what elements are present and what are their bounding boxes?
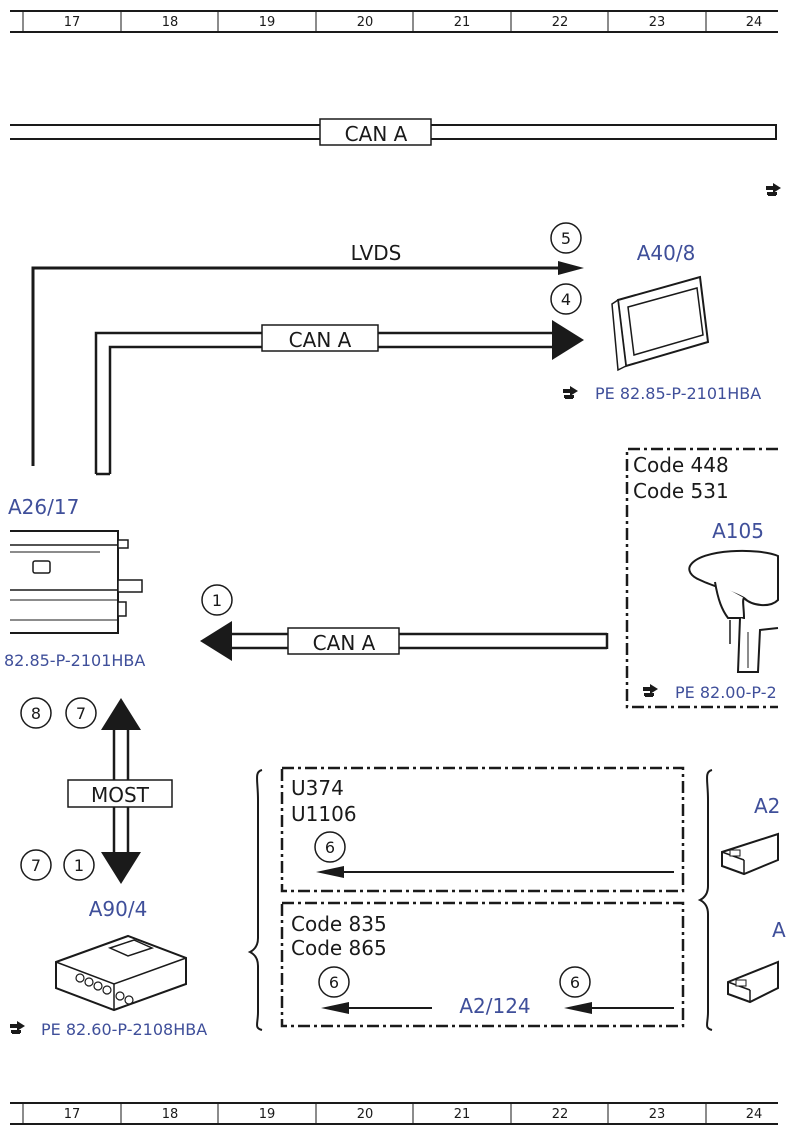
display-unit-icon — [611, 275, 710, 372]
callout-1-can: 1 — [201, 584, 233, 616]
most-up-arrow-icon — [101, 698, 141, 730]
most-down-arrow-icon — [101, 852, 141, 884]
grid-col-24: 24 — [746, 15, 763, 30]
module-partial-bottom-icon — [727, 960, 779, 1004]
callout-1-down: 1 — [63, 849, 95, 881]
a26-17-ref: 82.85-P-2101HBA — [4, 651, 145, 670]
grid-col-22: 22 — [552, 15, 569, 30]
a2-124-label: A2/124 — [459, 994, 530, 1018]
most-bus: MOST — [67, 698, 173, 884]
head-unit-icon — [10, 530, 143, 634]
left-brace — [247, 769, 263, 1031]
lvds-label: LVDS — [351, 241, 402, 265]
a40-8-ref: PE 82.85-P-2101HBA — [595, 384, 761, 403]
grid-col-19-bottom: 19 — [259, 1107, 276, 1122]
grid-col-17-bottom: 17 — [64, 1107, 81, 1122]
top-can-label: CAN A — [345, 122, 408, 146]
a40-8-ref-pointing-hand-icon — [563, 386, 578, 399]
svg-text:7: 7 — [76, 704, 86, 723]
a105-ref-pointing-hand-icon — [643, 684, 658, 697]
grid-col-17: 17 — [64, 15, 81, 30]
a90-4-ref-pointing-hand-icon — [10, 1021, 25, 1034]
u-code-box: U374 U1106 6 — [280, 766, 685, 893]
a26-17-label: A26/17 — [8, 495, 79, 519]
most-label: MOST — [91, 783, 150, 807]
svg-text:1: 1 — [212, 591, 222, 610]
display-can-label: CAN A — [289, 328, 352, 352]
a105-code-531: Code 531 — [633, 479, 729, 503]
display-can-bus: CAN A — [94, 320, 584, 476]
grid-col-18-bottom: 18 — [162, 1107, 179, 1122]
a105-code-box: Code 448 Code 531 A105 PE 82.00-P-2 — [625, 447, 779, 709]
grid-col-24-bottom: 24 — [746, 1107, 763, 1122]
top-can-bus: CAN A — [10, 118, 777, 146]
callout-8: 8 — [20, 697, 52, 729]
callout-7-up: 7 — [65, 697, 97, 729]
grid-col-18: 18 — [162, 15, 179, 30]
grid-strip-top: 17 18 19 20 21 22 23 24 — [10, 10, 778, 33]
module-partial-top-icon — [721, 832, 779, 876]
a90-4-ref: PE 82.60-P-2108HBA — [41, 1020, 207, 1039]
grid-col-21: 21 — [454, 15, 471, 30]
svg-text:8: 8 — [31, 704, 41, 723]
a90-4-label: A90/4 — [89, 897, 148, 921]
u-code-374: U374 — [291, 776, 344, 800]
a105-code-448: Code 448 — [633, 453, 729, 477]
a105-label: A105 — [712, 519, 764, 543]
callout-7-down: 7 — [20, 849, 52, 881]
a105-can-arrow-icon — [200, 621, 232, 661]
a105-can-bus: CAN A — [200, 621, 609, 661]
svg-text:4: 4 — [561, 290, 571, 309]
code-835-box: Code 835 Code 865 A2/124 6 6 — [280, 901, 685, 1028]
a2-partial-bottom-label: A — [772, 918, 786, 942]
svg-text:6: 6 — [325, 838, 335, 857]
grid-strip-bottom: 17 18 19 20 21 22 23 24 — [10, 1102, 778, 1125]
grid-col-20-bottom: 20 — [357, 1107, 374, 1122]
a40-8-label: A40/8 — [637, 241, 696, 265]
ref-pointing-hand-icon-edge — [766, 183, 781, 196]
grid-col-21-bottom: 21 — [454, 1107, 471, 1122]
code-box-left-arrow-icon — [321, 1002, 349, 1014]
svg-text:7: 7 — [31, 856, 41, 875]
svg-text:5: 5 — [561, 229, 571, 248]
a105-can-label: CAN A — [313, 631, 376, 655]
grid-col-19: 19 — [259, 15, 276, 30]
u-box-arrow-icon — [316, 866, 344, 878]
callout-6-u: 6 — [314, 831, 346, 863]
code-835: Code 835 — [291, 912, 387, 936]
svg-text:6: 6 — [570, 973, 580, 992]
right-brace — [697, 769, 713, 1031]
tuner-module-icon — [55, 934, 187, 1012]
a105-ref: PE 82.00-P-2 — [675, 683, 777, 702]
grid-col-20: 20 — [357, 15, 374, 30]
svg-text:6: 6 — [329, 973, 339, 992]
display-can-arrow-icon — [552, 320, 584, 360]
code-box-right-arrow-icon — [564, 1002, 592, 1014]
callout-6-left: 6 — [318, 966, 350, 998]
selector-lever-icon — [688, 549, 779, 673]
grid-col-23-bottom: 23 — [649, 1107, 666, 1122]
u-code-1106: U1106 — [291, 802, 357, 826]
lvds-arrow-icon — [558, 261, 584, 275]
a2-partial-top-label: A2 — [754, 794, 780, 818]
grid-col-22-bottom: 22 — [552, 1107, 569, 1122]
code-865: Code 865 — [291, 936, 387, 960]
grid-col-23: 23 — [649, 15, 666, 30]
svg-text:1: 1 — [74, 856, 84, 875]
lvds-line: LVDS — [31, 241, 584, 466]
callout-4: 4 — [550, 283, 582, 315]
callout-6-right: 6 — [559, 966, 591, 998]
callout-5: 5 — [550, 222, 582, 254]
